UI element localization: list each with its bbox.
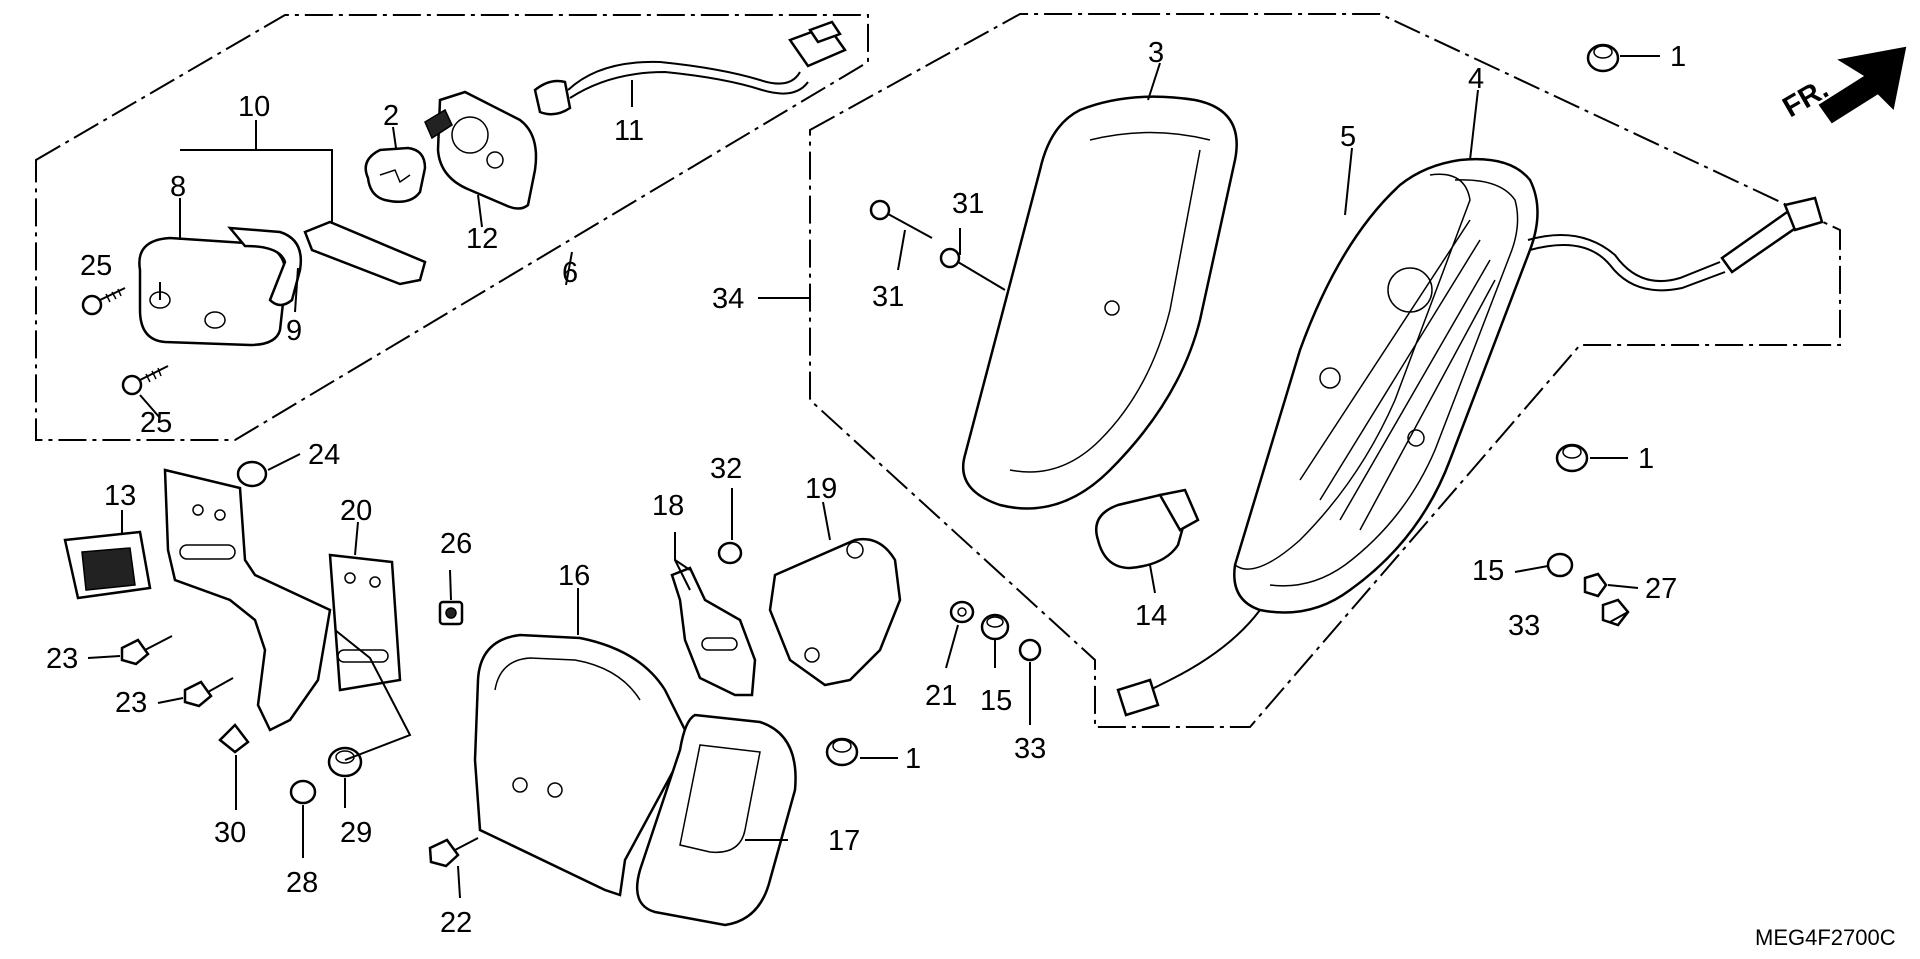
callout-10: 10 [238, 91, 270, 123]
taillight-group-boundary [809, 13, 1841, 728]
callout-4: 4 [1468, 63, 1484, 95]
callout-18: 18 [652, 490, 684, 522]
screw-part-upper [81, 287, 126, 316]
callout-27: 27 [1645, 573, 1677, 605]
callout-5: 5 [1340, 121, 1356, 153]
rear-fender-part [473, 633, 692, 897]
bolt-part-23-upper [120, 635, 173, 666]
callout-34: 34 [712, 283, 744, 315]
front-indicator-label: FR. [1778, 73, 1834, 124]
nut-part-24 [236, 460, 268, 488]
callout-14: 14 [1135, 600, 1167, 632]
bolt-part-22 [428, 837, 479, 868]
callout-25-lower: 25 [140, 407, 172, 439]
reflector-plate-part [303, 220, 427, 286]
callout-3: 3 [1148, 37, 1164, 69]
callout-15-right: 15 [1472, 555, 1504, 587]
socket-housing-part [424, 90, 538, 210]
nut-part-right [1583, 572, 1608, 598]
callout-24: 24 [308, 439, 340, 471]
callout-33-right: 33 [1508, 610, 1540, 642]
callout-32: 32 [710, 453, 742, 485]
callout-23-lower: 23 [115, 687, 147, 719]
screw-part-lower [121, 365, 169, 396]
callout-30: 30 [214, 817, 246, 849]
callout-9: 9 [286, 315, 302, 347]
nut-part-33-center [1018, 638, 1042, 662]
callout-12: 12 [466, 223, 498, 255]
callout-6: 6 [562, 257, 578, 289]
taillight-housing-part [1233, 158, 1539, 614]
lens-screw-part-upper [869, 199, 933, 239]
collar-part-right [1546, 552, 1574, 578]
taillight-wire-harness-part [1116, 196, 1824, 717]
leader-lines [87, 55, 1660, 899]
callout-13: 13 [104, 480, 136, 512]
callout-19: 19 [805, 473, 837, 505]
washer-nut-part-right [1601, 598, 1630, 627]
washer-part-21 [949, 600, 975, 624]
bolt-part-23-lower [183, 677, 234, 708]
clip-nut-part [438, 600, 464, 626]
stay-part-19 [768, 537, 902, 687]
callout-17: 17 [828, 825, 860, 857]
front-arrow-icon [1818, 46, 1907, 124]
taillight-gasket-part [1234, 173, 1471, 570]
callout-33-center: 33 [1014, 733, 1046, 765]
diagram-code: MEG4F2700C [1755, 925, 1896, 950]
callout-21: 21 [925, 680, 957, 712]
license-bracket-part [163, 468, 332, 732]
grommet-part-15-center [980, 613, 1010, 641]
license-light-group-boundary [35, 14, 869, 441]
callout-20: 20 [340, 495, 372, 527]
callout-23-upper: 23 [46, 643, 78, 675]
bracket-part-18 [670, 566, 757, 697]
reflector-part [63, 530, 152, 600]
taillight-lens-part [962, 95, 1238, 510]
callout-26: 26 [440, 528, 472, 560]
callout-8: 8 [170, 171, 186, 203]
license-plate-bracket-part [328, 553, 402, 692]
callout-31-right: 31 [952, 188, 984, 220]
collar-part-28 [289, 779, 317, 805]
callout-22: 22 [440, 907, 472, 939]
license-wire-harness-part [533, 20, 847, 116]
callout-1-top: 1 [1670, 41, 1686, 73]
callout-15-center: 15 [980, 685, 1012, 717]
callout-1-middle: 1 [1638, 443, 1654, 475]
license-bulb-part [364, 146, 427, 203]
license-lens-part [138, 236, 287, 347]
callout-labels: 1 1 1 2 3 4 5 6 8 9 10 11 12 13 14 15 15… [46, 37, 1686, 939]
lens-screw-part-lower [939, 247, 1006, 291]
callout-11: 11 [614, 115, 644, 147]
callout-28: 28 [286, 867, 318, 899]
callout-29: 29 [340, 817, 372, 849]
callout-16: 16 [558, 560, 590, 592]
callout-2: 2 [383, 100, 399, 132]
grommet-part-middle [1555, 443, 1589, 473]
nut-part-32 [717, 541, 743, 565]
grommet-part-top [1586, 43, 1620, 73]
callout-25-upper: 25 [80, 250, 112, 282]
taillight-bulb-part [1095, 488, 1200, 570]
grommet-part-1-lower [825, 737, 859, 767]
callout-1-lower: 1 [905, 743, 921, 775]
lens-seal-part [227, 226, 303, 307]
grommet-part-29 [327, 746, 363, 778]
fender-seal-part [635, 713, 797, 927]
nut-part-30 [218, 723, 250, 754]
callout-31-left: 31 [872, 281, 904, 313]
